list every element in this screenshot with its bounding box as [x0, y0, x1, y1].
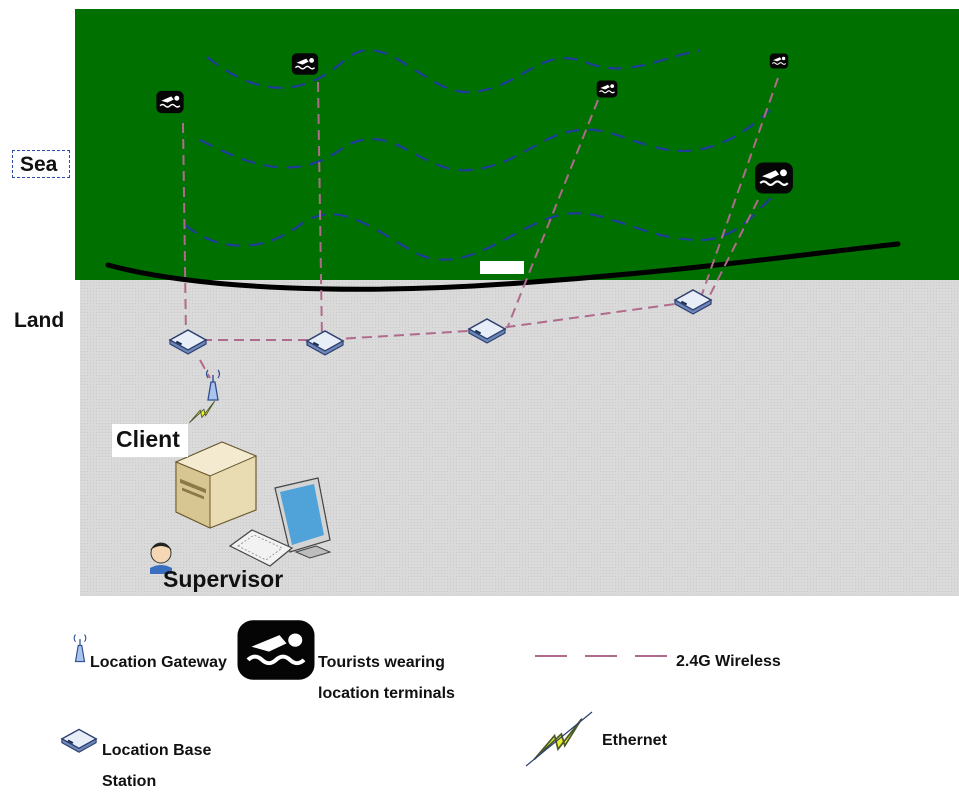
- desktop-computer-icon: [174, 441, 332, 567]
- shore-marker: [480, 261, 524, 274]
- sea-label-frame: [12, 150, 70, 178]
- swimmer-icon: [596, 79, 618, 99]
- legend-tourists-label-line1: Tourists wearing: [318, 654, 445, 671]
- legend-tourists-label-line2: location terminals: [318, 685, 455, 702]
- base-station-icon: [61, 728, 97, 753]
- legend-base-station-label-line2: Station: [102, 773, 157, 790]
- wireless-links: [182, 77, 779, 379]
- legend-base-station-label-line1: Location Base: [102, 742, 212, 759]
- legend-wireless-label: 2.4G Wireless: [676, 653, 781, 670]
- sea-area: [75, 9, 959, 280]
- land-label: Land: [14, 309, 65, 332]
- sea-label: Sea: [20, 153, 58, 176]
- person-icon: [150, 542, 172, 574]
- client-label: Client: [112, 424, 188, 457]
- land-area: [80, 280, 959, 596]
- swimmer-icon: [291, 52, 319, 76]
- coastline: [105, 241, 901, 292]
- ethernet-sample-line: [525, 711, 593, 767]
- swimmer-icon: [769, 52, 789, 70]
- supervisor-label: Supervisor: [163, 566, 284, 592]
- swimmer-icon: [754, 161, 794, 195]
- legend-ethernet-label: Ethernet: [602, 732, 667, 749]
- sea-waves: [184, 48, 776, 261]
- legend-gateway-label: Location Gateway: [90, 654, 227, 671]
- antenna-icon: [73, 633, 87, 663]
- swimmer-icon: [155, 90, 185, 114]
- swimmer-icon: [238, 620, 315, 679]
